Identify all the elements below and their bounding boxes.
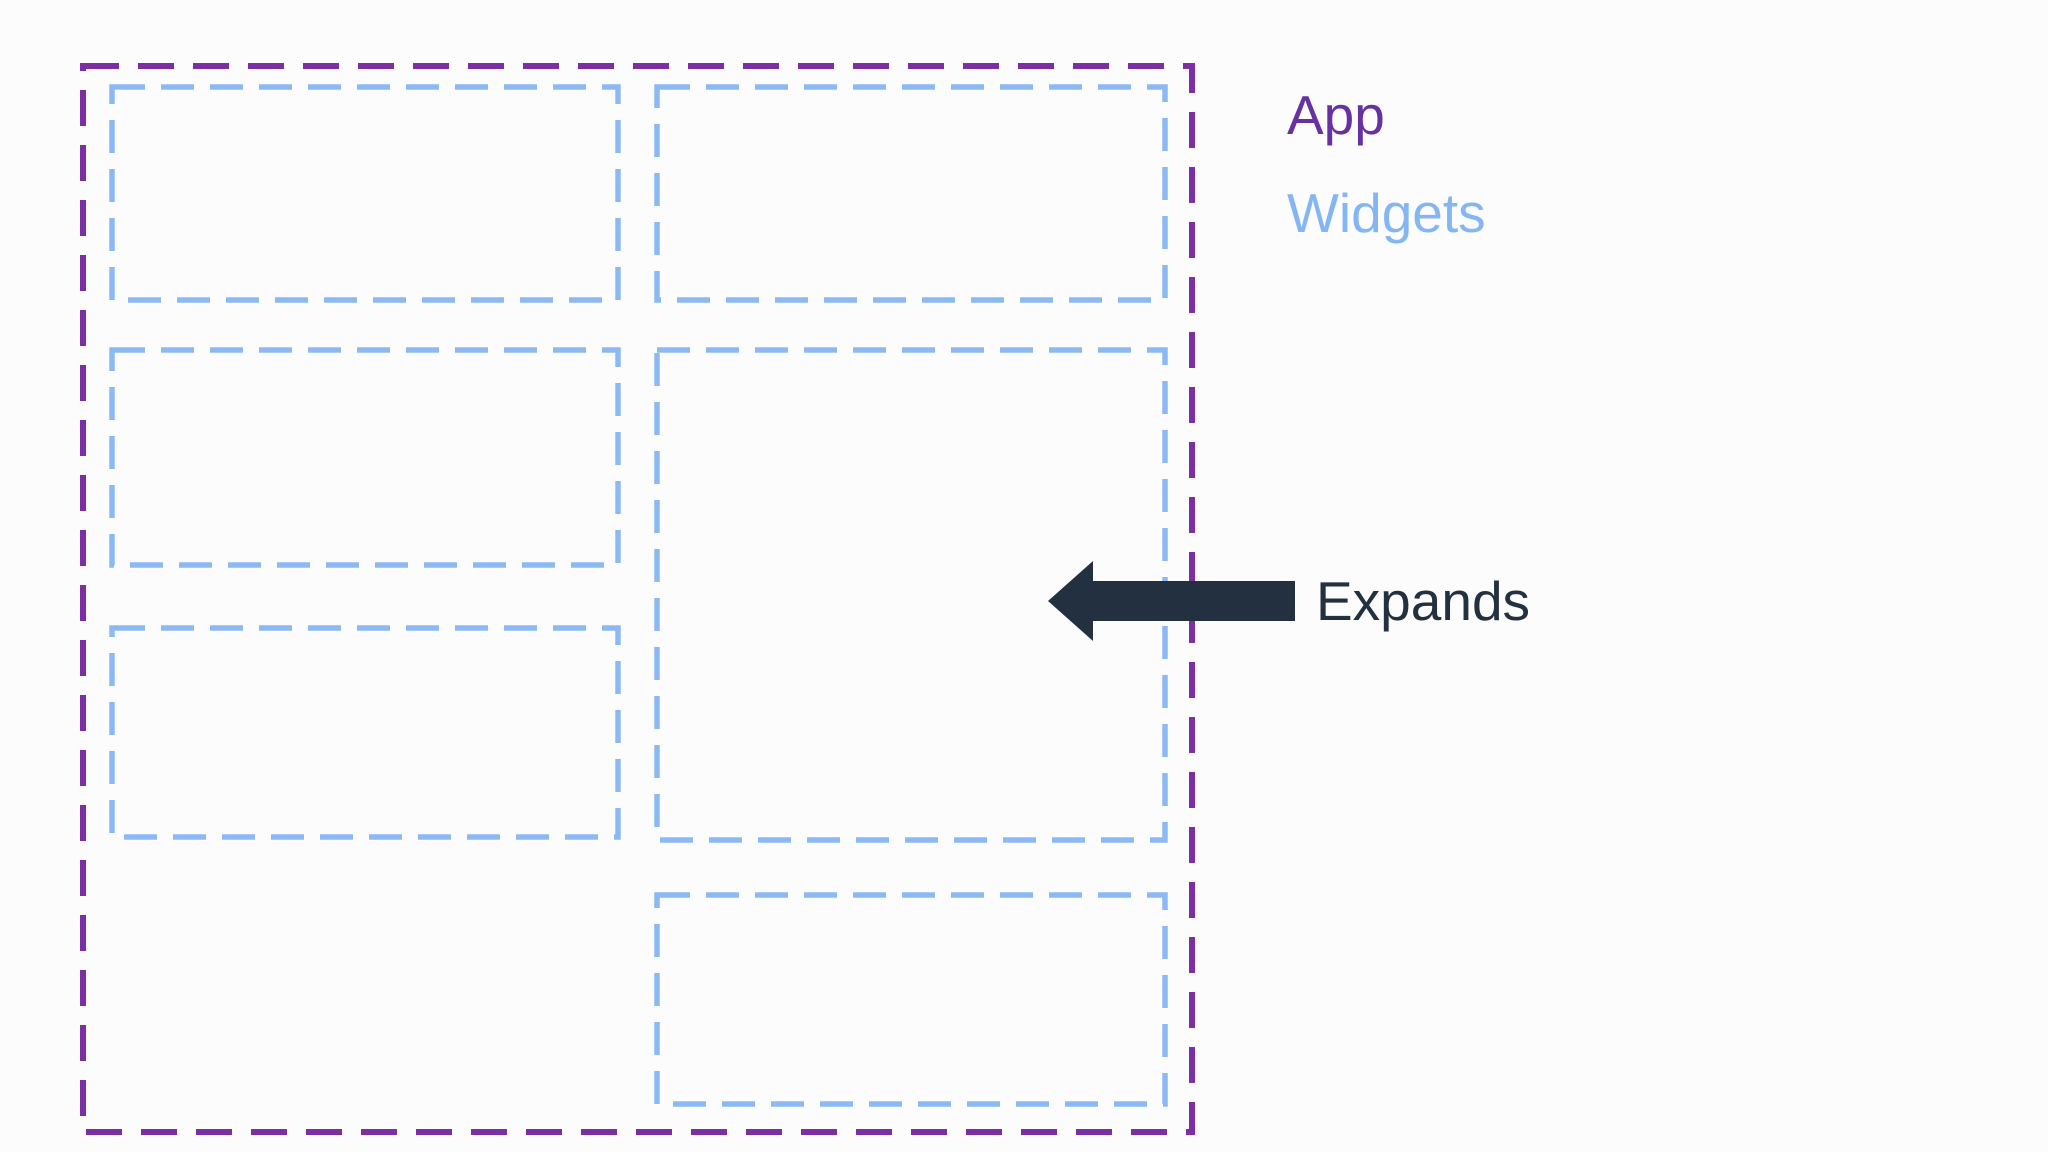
app-container-outline — [80, 63, 1195, 1135]
expands-label: Expands — [1316, 570, 1531, 632]
widget-placeholder-top-left — [109, 84, 621, 303]
widgets-label: Widgets — [1287, 182, 1486, 244]
left-arrow-icon — [1048, 561, 1295, 641]
widget-placeholder-top-right — [654, 84, 1168, 303]
widget-placeholder-bottom-right — [654, 892, 1168, 1107]
app-label: App — [1287, 84, 1385, 146]
widget-placeholder-lower-left — [109, 625, 621, 840]
widget-placeholder-middle-left — [109, 347, 621, 568]
